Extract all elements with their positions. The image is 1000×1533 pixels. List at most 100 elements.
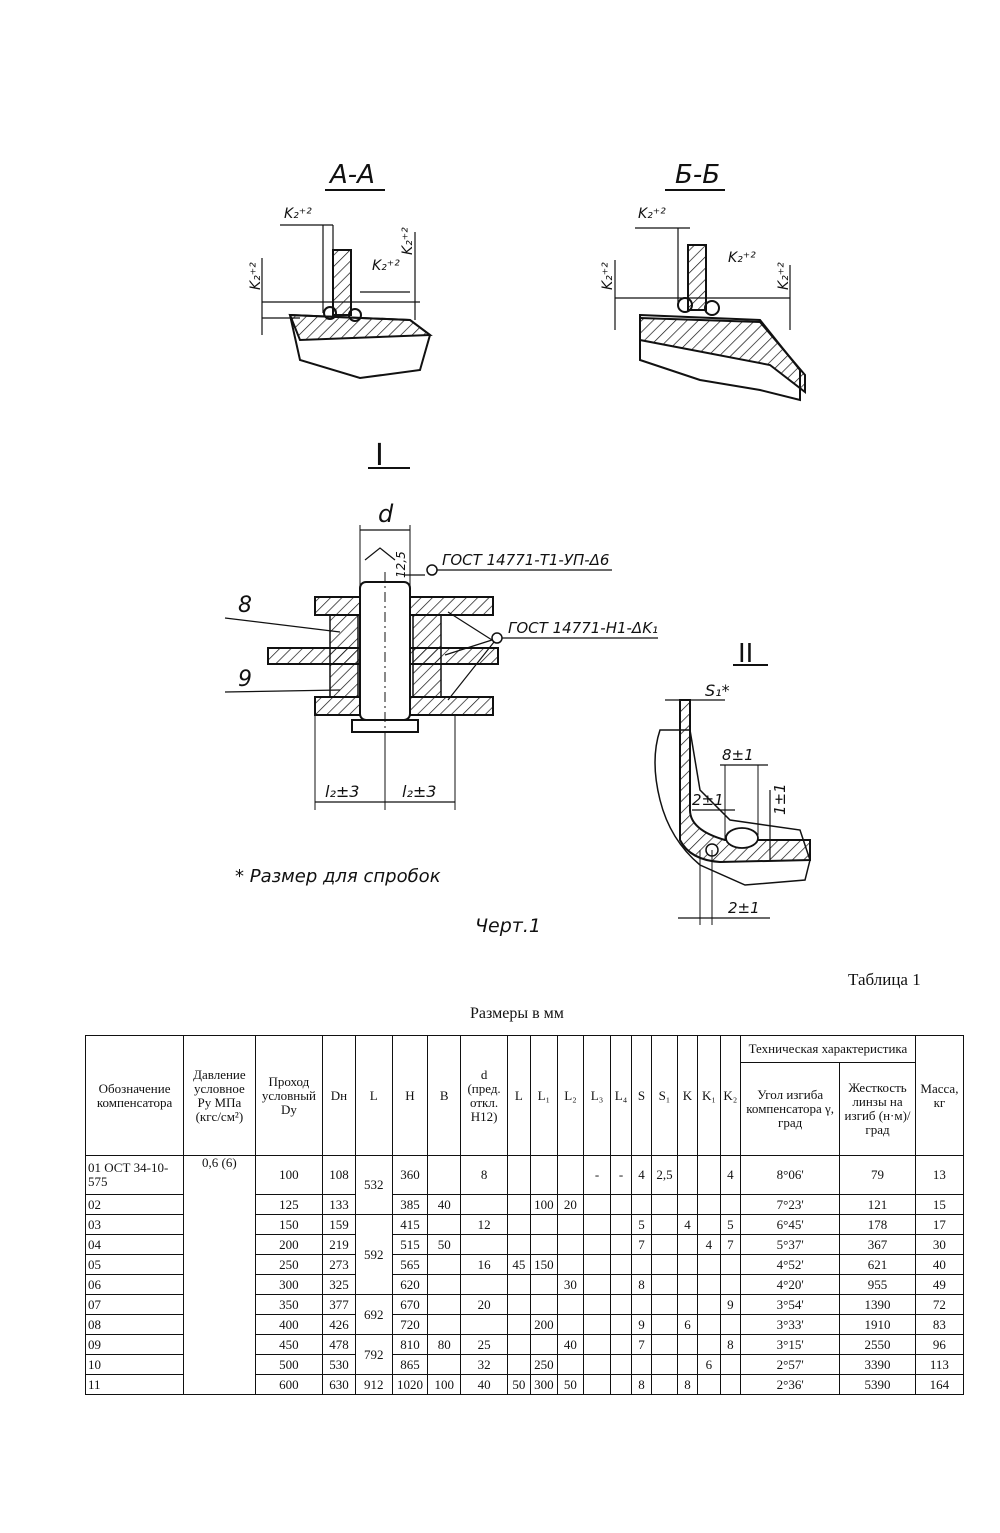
cell-L1 (529, 1294, 559, 1315)
cell-dn: 133 (322, 1194, 356, 1215)
cell-designation: 07 (84, 1294, 185, 1315)
cell-L1: 100 (529, 1194, 559, 1215)
cell-dn: 159 (322, 1214, 356, 1235)
cell-L-group: 532 (354, 1155, 393, 1215)
footnote: * Размер для спробок (235, 866, 441, 887)
cell-H: 515 (391, 1234, 429, 1255)
cell-d (460, 1194, 509, 1215)
cell-dn: 426 (322, 1314, 356, 1335)
cell-K (676, 1334, 699, 1355)
dim-d: d (378, 500, 394, 528)
cell-d: 25 (460, 1334, 509, 1355)
cell-B: 80 (427, 1334, 462, 1355)
cell-H: 360 (391, 1155, 429, 1195)
col-d: d (пред. откл. H12) (460, 1035, 509, 1156)
cell-K1 (697, 1155, 721, 1195)
cell-L-group: 912 (354, 1374, 393, 1395)
cell-K: 6 (676, 1314, 699, 1335)
cell-d (460, 1314, 509, 1335)
cell-S (630, 1194, 653, 1215)
cell-d: 8 (460, 1155, 509, 1195)
cell-dy: 150 (254, 1214, 324, 1235)
cell-designation: 05 (84, 1254, 185, 1275)
roughness-mark: 12,5 (394, 551, 408, 578)
col-K1: K₁ (697, 1035, 721, 1156)
cell-H: 1020 (391, 1374, 429, 1395)
table-units: Размеры в мм (470, 1005, 564, 1022)
cell-stiffness: 121 (839, 1194, 916, 1215)
col-K2: K₂ (719, 1035, 742, 1156)
cell-mass: 96 (914, 1334, 965, 1355)
cell-dn: 273 (322, 1254, 356, 1275)
cell-B (427, 1214, 462, 1235)
cell-d (460, 1234, 509, 1255)
section-bb-title: Б-Б (675, 160, 720, 190)
cell-L2: 40 (557, 1334, 584, 1355)
cell-L1 (529, 1214, 559, 1235)
cell-S1 (651, 1194, 678, 1215)
cell-K1 (697, 1334, 721, 1355)
cell-K1 (697, 1374, 721, 1395)
cell-L4 (610, 1374, 632, 1395)
cell-K2 (719, 1194, 742, 1215)
cell-K1 (697, 1274, 721, 1295)
cell-K2 (719, 1274, 742, 1295)
cell-L3 (582, 1214, 612, 1235)
cell-L-second (507, 1354, 531, 1375)
cell-K: 8 (676, 1374, 699, 1395)
cell-designation: 04 (84, 1234, 185, 1255)
cell-designation: 10 (84, 1354, 185, 1375)
dimensions-table: Обозначение компенсатора Давление условн… (84, 1035, 965, 1395)
cell-L3 (582, 1334, 612, 1355)
cell-stiffness: 5390 (839, 1374, 916, 1395)
cell-B (427, 1294, 462, 1315)
cell-S: 4 (630, 1155, 653, 1195)
cell-angle: 3°54' (740, 1294, 841, 1315)
cell-B (427, 1314, 462, 1335)
cell-L2 (557, 1294, 584, 1315)
aa-k2-top: K₂⁺² (284, 206, 312, 222)
cell-designation: 01 ОСТ 34-10-575 (84, 1155, 185, 1195)
cell-L2 (557, 1354, 584, 1375)
cell-dy: 250 (254, 1254, 324, 1275)
cell-dy: 600 (254, 1374, 324, 1395)
cell-dy: 450 (254, 1334, 324, 1355)
cell-angle: 7°23' (740, 1194, 841, 1215)
cell-H: 810 (391, 1334, 429, 1355)
position-8: 8 (238, 593, 252, 618)
cell-L1 (529, 1274, 559, 1295)
cell-L1: 250 (529, 1354, 559, 1375)
cell-angle: 3°15' (740, 1334, 841, 1355)
cell-L-second: 45 (507, 1254, 531, 1275)
col-mass: Масса, кг (914, 1035, 965, 1156)
cell-K (676, 1354, 699, 1375)
cell-K (676, 1294, 699, 1315)
section-bb-view: Б-Б K₂⁺² K₂⁺² K₂⁺² K₂⁺² (600, 160, 806, 402)
cell-S1 (651, 1334, 678, 1355)
cell-dy: 200 (254, 1234, 324, 1255)
cell-d: 40 (460, 1374, 509, 1395)
cell-K1: 4 (697, 1234, 721, 1255)
cell-L-second (507, 1314, 531, 1335)
cell-angle: 5°37' (740, 1234, 841, 1255)
cell-angle: 2°57' (740, 1354, 841, 1375)
gost-mid-callout: ГОСТ 14771-Н1-ΔK₁ (508, 619, 658, 637)
col-tech-group: Техническая характеристика (740, 1035, 916, 1063)
cell-K: 4 (676, 1214, 699, 1235)
cell-designation: 11 (84, 1374, 185, 1395)
cell-L-second (507, 1214, 531, 1235)
cell-stiffness: 178 (839, 1214, 916, 1235)
cell-dn: 478 (322, 1334, 356, 1355)
technical-drawing: А-А K₂⁺² K₂⁺² K₂⁺² K₂⁺² Б-Б K₂⁺² K₂⁺² (224, 160, 811, 937)
cell-K2 (719, 1254, 742, 1275)
cell-H: 720 (391, 1314, 429, 1335)
cell-mass: 15 (914, 1194, 965, 1215)
cell-B (427, 1254, 462, 1275)
cell-L4 (610, 1354, 632, 1375)
cell-L-group: 592 (354, 1214, 393, 1295)
cell-L-second (507, 1334, 531, 1355)
cell-K1 (697, 1314, 721, 1335)
